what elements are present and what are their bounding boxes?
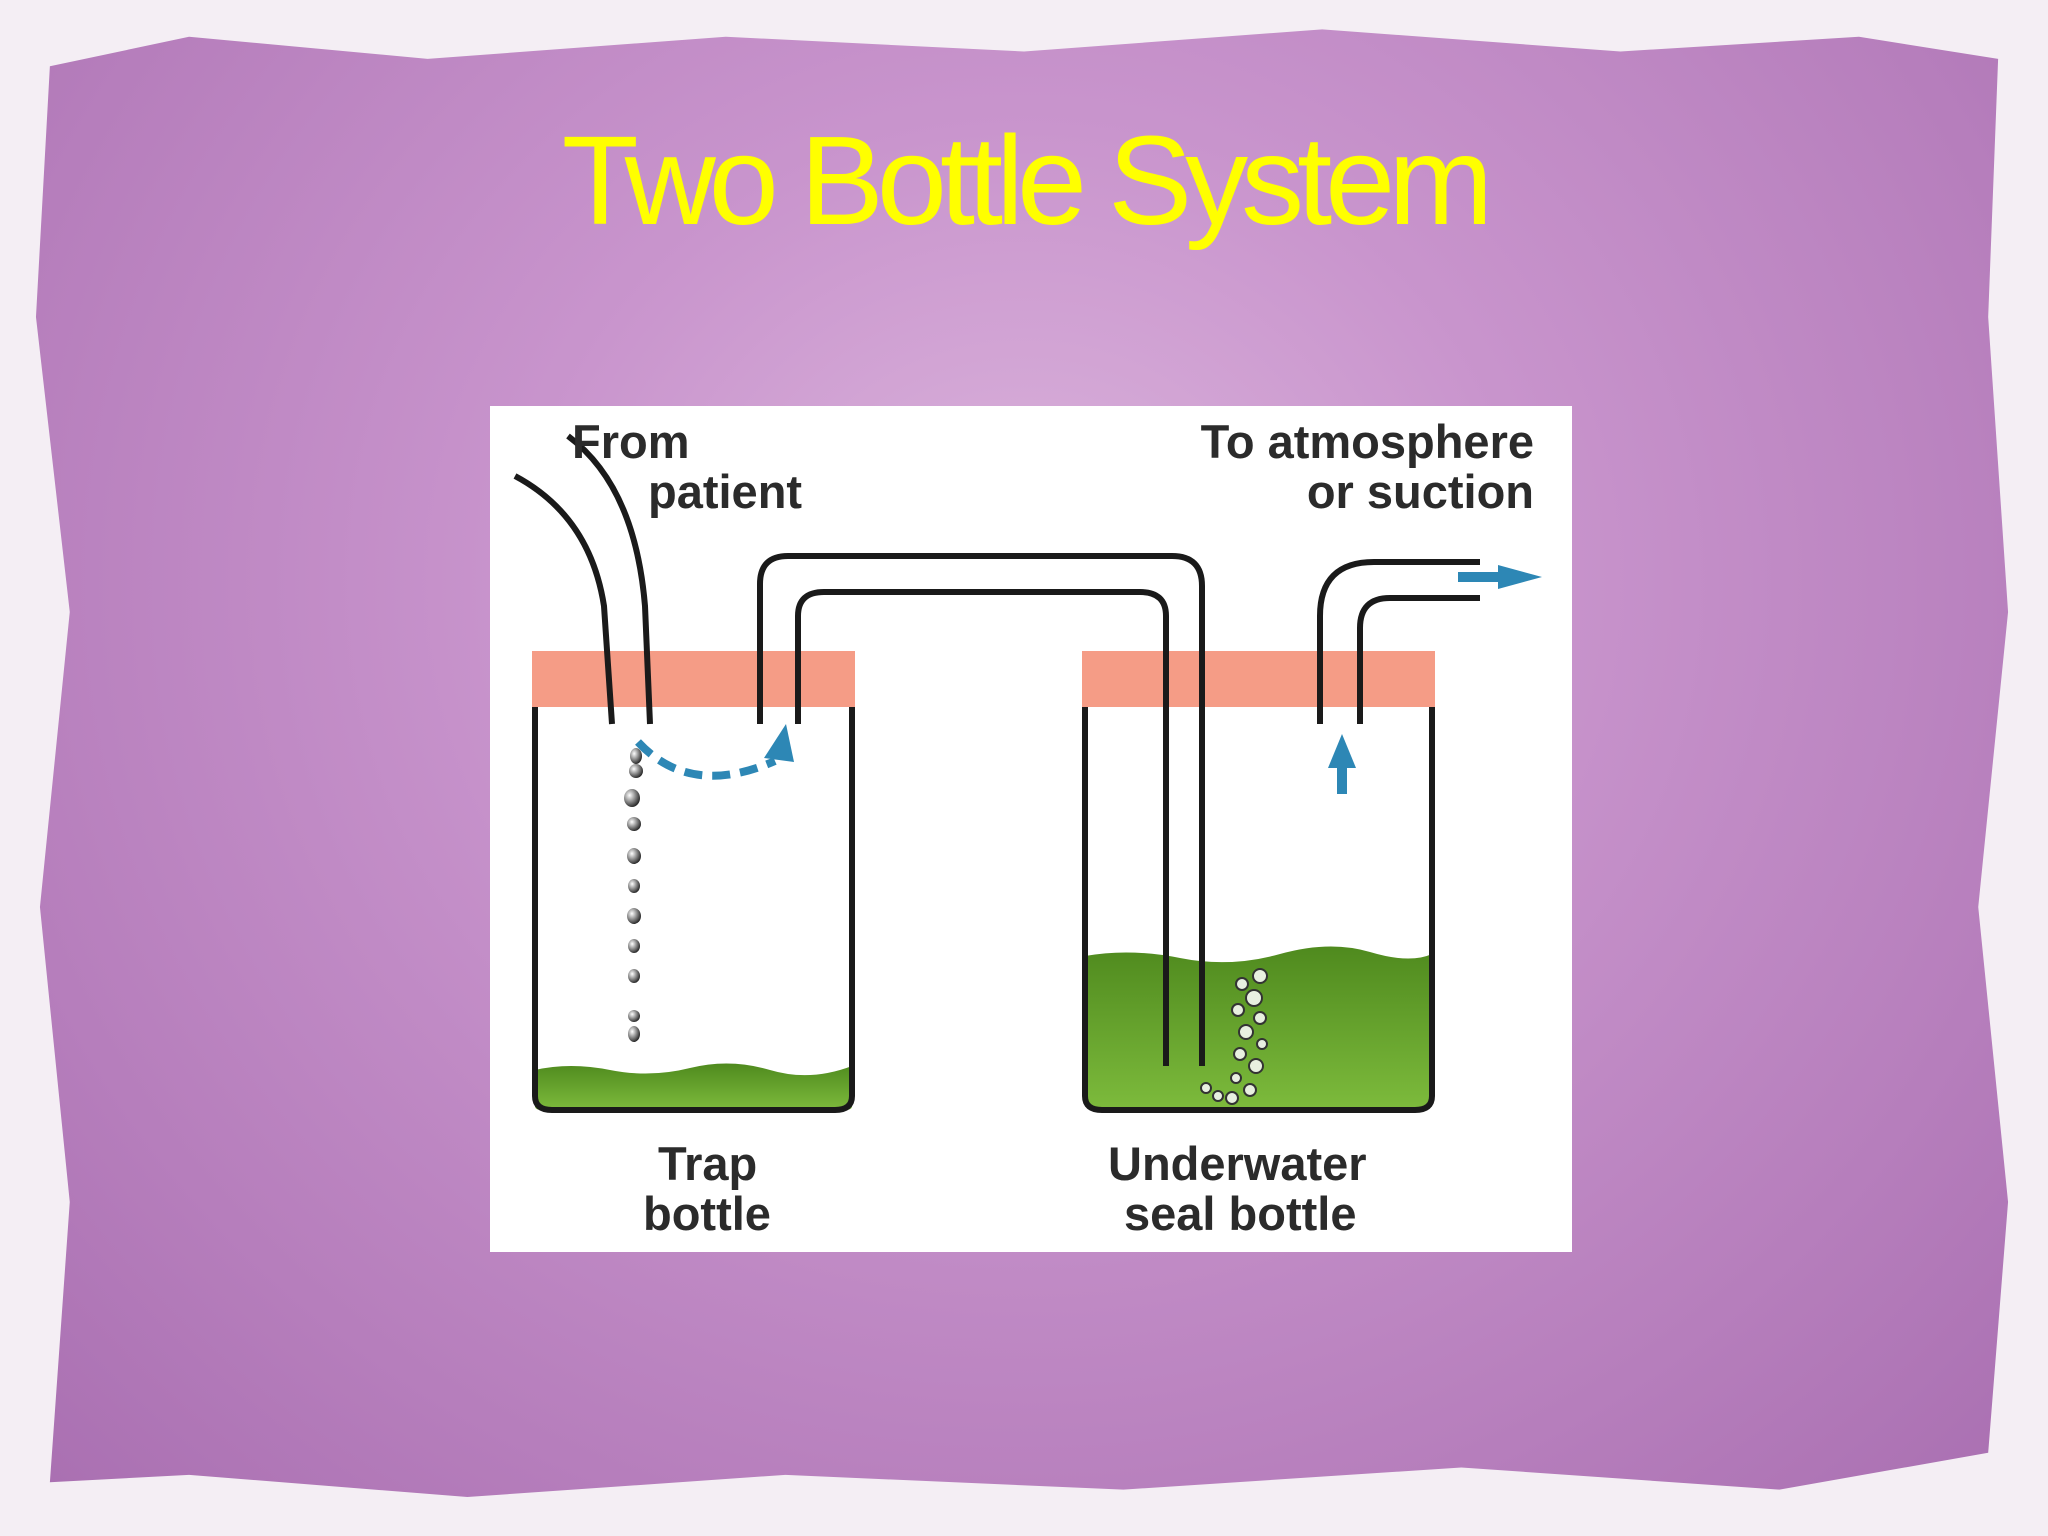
flow-arrows <box>635 565 1542 794</box>
trap-fluid <box>535 1063 852 1110</box>
patient-tube-outer <box>513 473 615 725</box>
two-bottle-diagram: From patient To atmosphere or suction Tr… <box>490 406 1572 1252</box>
trap-stopper <box>532 651 855 707</box>
connecting-tube-outer <box>757 553 1205 1066</box>
underwater-seal-bottle <box>1082 651 1435 1113</box>
patient-tube-inner <box>566 433 653 725</box>
fluid-drops <box>624 748 643 1042</box>
seal-stopper <box>1082 651 1435 707</box>
seal-fluid <box>1085 946 1432 1110</box>
seal-bottle-outline <box>1082 651 1435 1113</box>
outlet-up-arrow-shaft <box>1337 764 1347 794</box>
air-flow-dashed-arrow <box>635 739 777 780</box>
exit-arrow-shaft <box>1458 572 1498 582</box>
trap-bottle-label-line2: bottle <box>643 1187 771 1240</box>
to-atmosphere-label-line1: To atmosphere <box>1200 415 1534 468</box>
outlet-tube-inner <box>1357 595 1480 724</box>
from-patient-label-line1: From <box>572 415 690 468</box>
slide-title: Two Bottle System <box>561 110 1493 251</box>
seal-bottle-label-line2: seal bottle <box>1124 1187 1357 1240</box>
trap-bottle-label-line1: Trap <box>658 1137 758 1190</box>
exit-arrow-head <box>1498 565 1542 589</box>
connecting-tube-inner <box>795 589 1169 1066</box>
tubing <box>513 433 1480 1066</box>
to-atmosphere-label-line2: or suction <box>1306 465 1534 518</box>
air-bubbles <box>1200 968 1268 1105</box>
outlet-up-arrow-head <box>1328 734 1356 768</box>
seal-bottle-label-line1: Underwater <box>1108 1137 1367 1190</box>
air-flow-arrowhead <box>764 724 794 762</box>
outlet-tube-outer <box>1317 559 1480 724</box>
trap-bottle <box>532 651 855 1113</box>
diagram-drawing <box>513 433 1542 1113</box>
from-patient-label-line2: patient <box>648 465 803 518</box>
trap-bottle-outline <box>532 651 855 1113</box>
